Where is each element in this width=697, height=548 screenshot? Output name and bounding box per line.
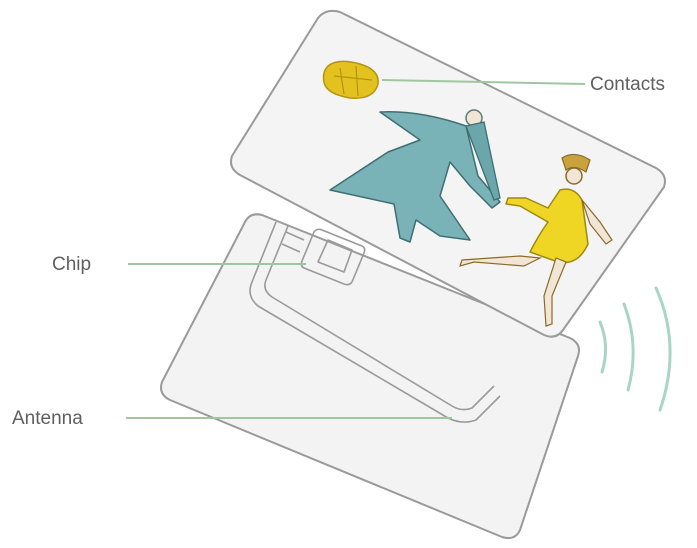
antenna-label: Antenna [12, 408, 83, 429]
contacts-label: Contacts [590, 74, 665, 95]
chip-label: Chip [52, 254, 91, 275]
radio-wave-icon [600, 288, 670, 410]
